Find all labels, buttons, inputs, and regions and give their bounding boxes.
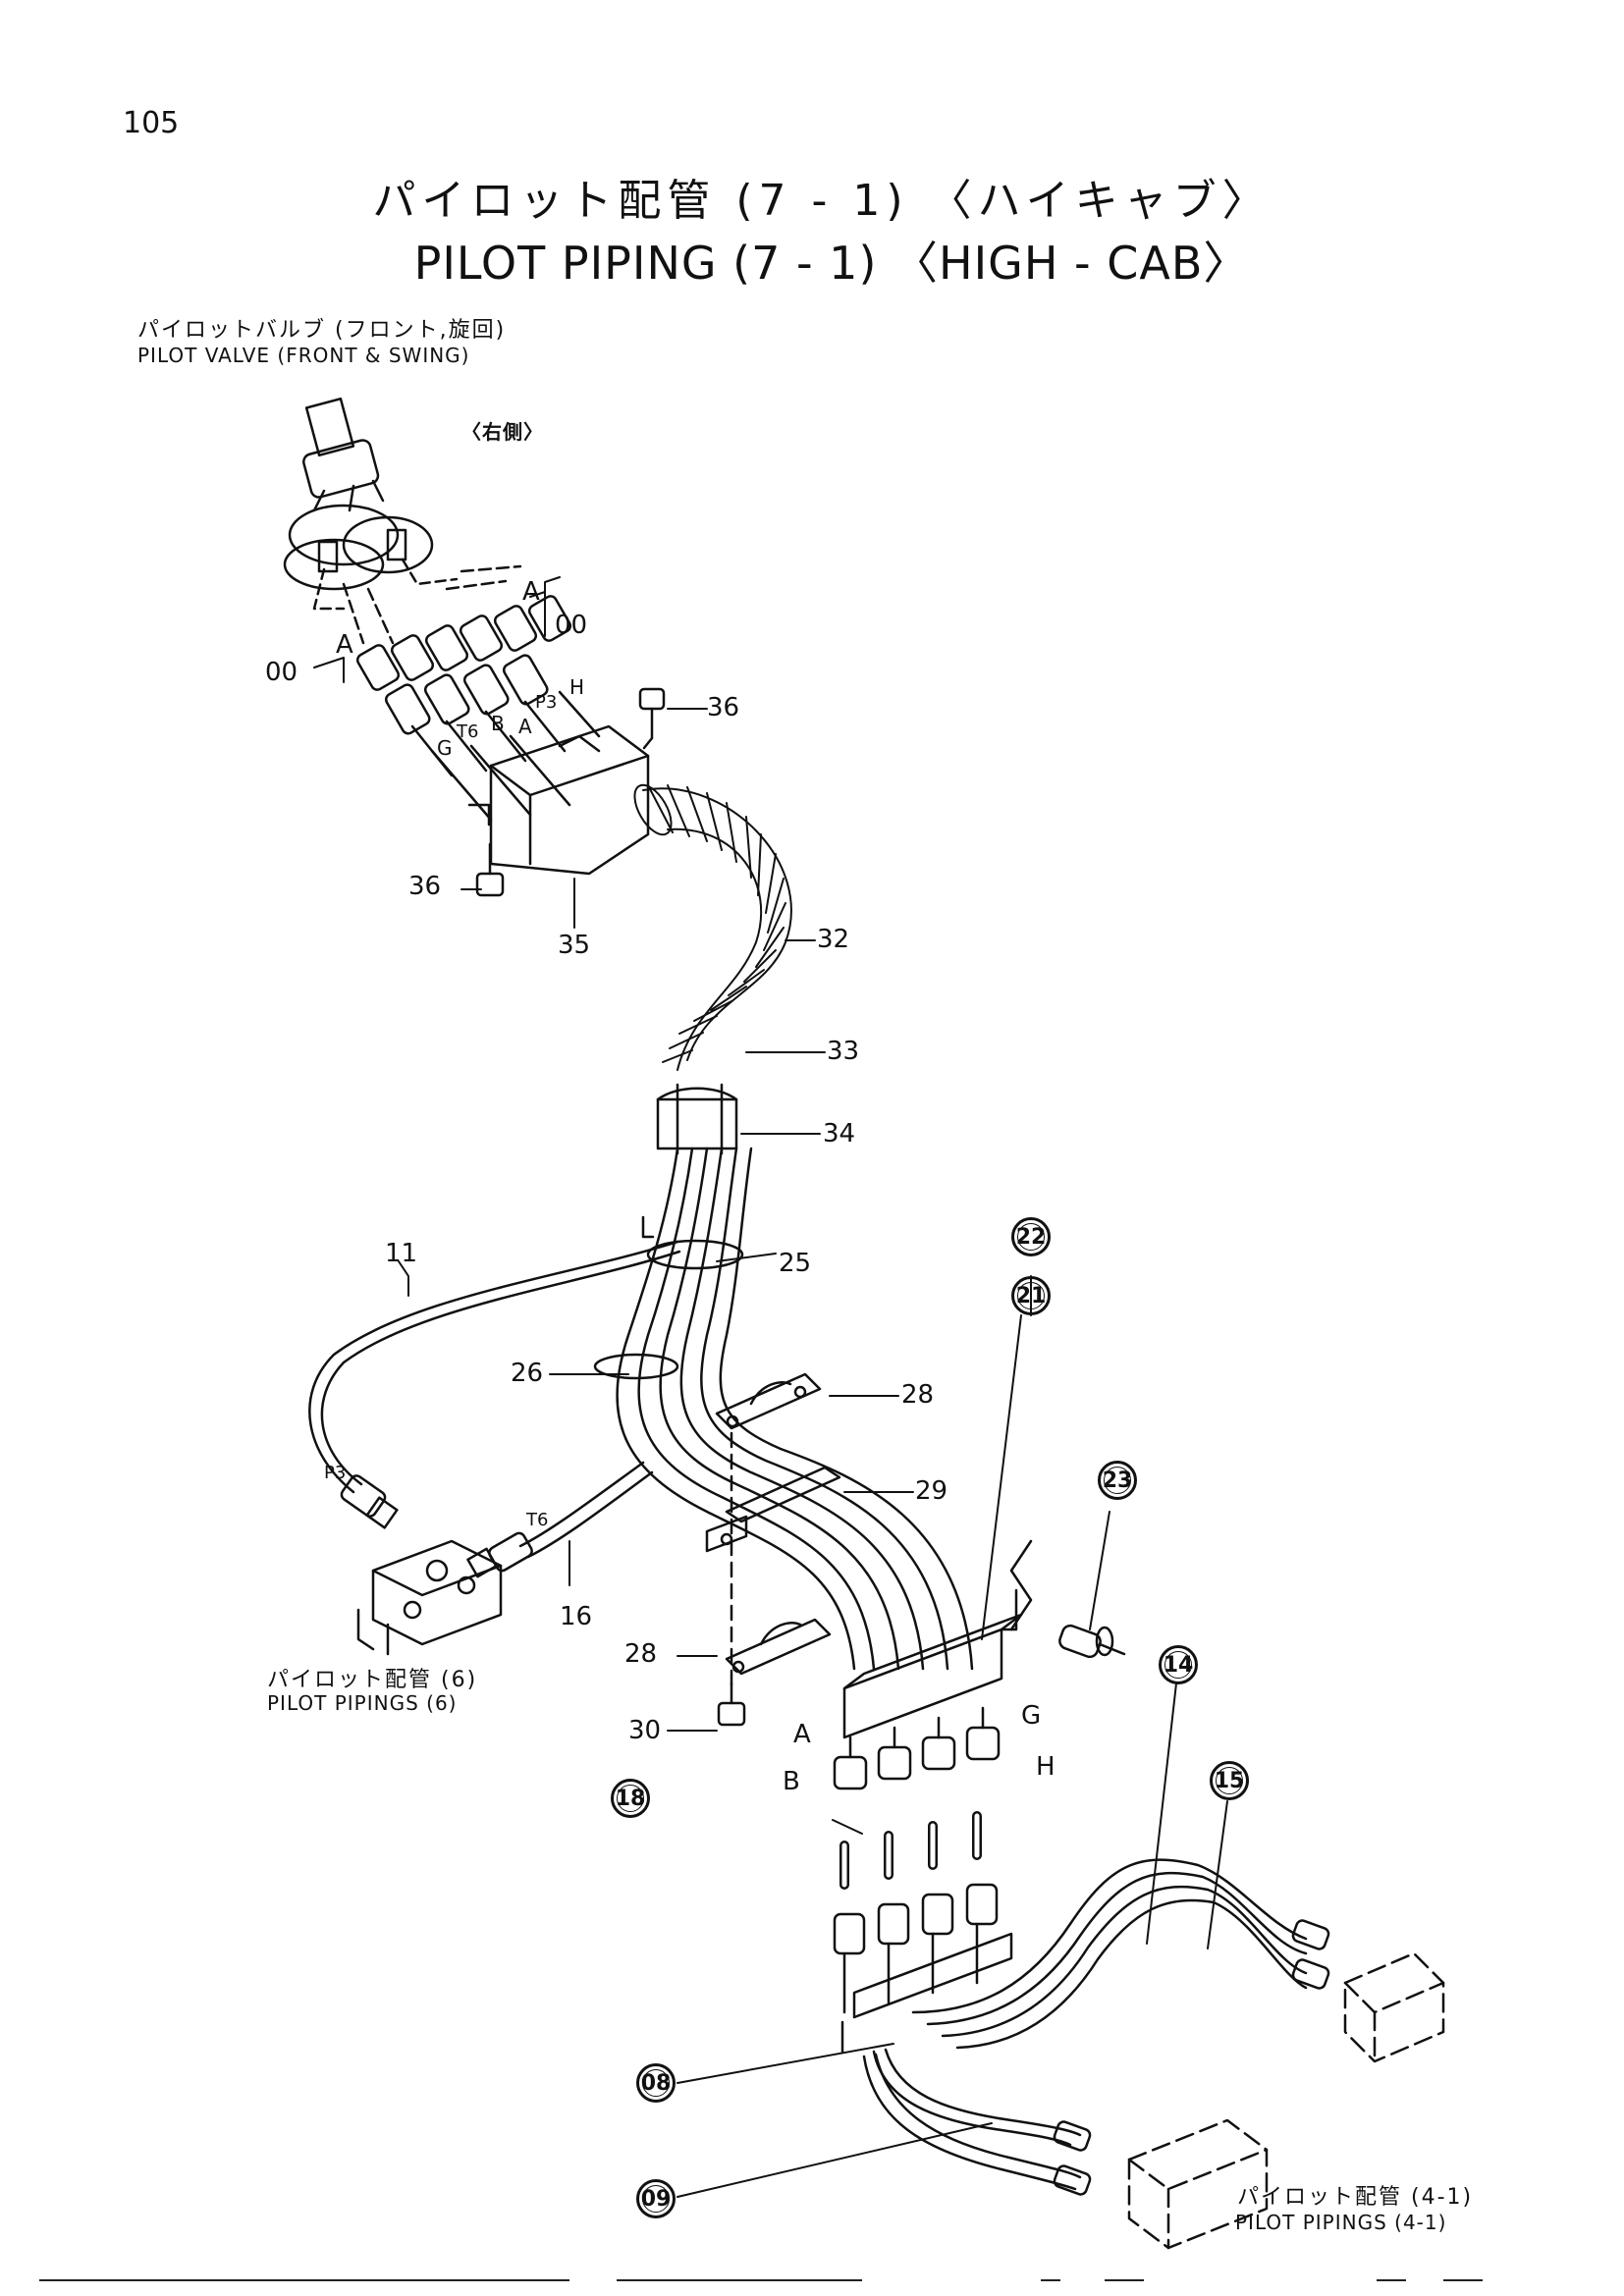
caption-right-side-jp: 〈右側〉 <box>461 420 544 444</box>
bolt-36-upper <box>638 687 666 750</box>
port-label-B-valve: B <box>491 712 505 735</box>
part-label-36-lower: 36 <box>408 872 442 901</box>
clamp-28-upper <box>715 1372 822 1430</box>
pipes-14-15 <box>911 1858 1330 2050</box>
part-label-11: 11 <box>385 1239 418 1268</box>
part-label-36-upper: 36 <box>707 693 740 722</box>
caption-pilot-valve-en: PILOT VALVE (FRONT & SWING) <box>137 344 470 367</box>
port-label-A-right: A <box>522 577 540 607</box>
port-label-A-left: A <box>336 630 353 660</box>
distribution-block <box>833 1539 1033 1790</box>
port-label-A-valve: A <box>518 715 532 738</box>
caption-pilot-pipings41-jp: パイロット配管 (4-1) <box>1237 2185 1474 2210</box>
part-label-00-right: 00 <box>555 611 588 640</box>
circled-part-14: 14 <box>1159 1645 1198 1684</box>
block-pilot-pipings-4-1-upper <box>1343 1951 1445 2063</box>
caption-pilot-valve-jp: パイロットバルブ (フロント,旋回) <box>137 318 507 343</box>
part-label-00-left: 00 <box>265 658 298 687</box>
part-label-28-lower: 28 <box>624 1639 658 1669</box>
port-label-B-manifold: B <box>783 1767 800 1796</box>
hose-cover <box>467 724 650 876</box>
port-label-H-valve: H <box>569 675 585 699</box>
circled-part-18: 18 <box>611 1779 650 1818</box>
footer-rule-5 <box>1377 2279 1406 2281</box>
port-label-G-valve: G <box>437 736 453 760</box>
clamp-28-lower <box>725 1618 832 1676</box>
bolt-23 <box>1058 1624 1126 1659</box>
circled-part-08: 08 <box>636 2063 676 2103</box>
clamp-29 <box>705 1466 841 1553</box>
part-label-16: 16 <box>560 1602 593 1631</box>
port-label-T6-hose: T6 <box>526 1510 549 1530</box>
footer-rule-2 <box>617 2279 862 2281</box>
footer-rule-4 <box>1105 2279 1144 2281</box>
port-label-T6-valve: T6 <box>457 721 479 742</box>
block-pilot-pipings-6 <box>356 1539 503 1656</box>
pipes-08-09 <box>862 2048 1092 2196</box>
circled-part-23: 23 <box>1098 1461 1137 1500</box>
fittings-18 <box>839 1811 982 1890</box>
part-label-35: 35 <box>558 931 591 960</box>
circled-part-09: 09 <box>636 2179 676 2218</box>
lower-manifold <box>833 1883 1013 2054</box>
hose-16 <box>466 1461 654 1578</box>
valve-fittings <box>355 595 601 822</box>
caption-pilot-pipings6-jp: パイロット配管 (6) <box>267 1668 478 1692</box>
part-label-28-upper: 28 <box>901 1380 935 1410</box>
leader-lines <box>313 576 1228 2198</box>
part-label-33: 33 <box>827 1037 860 1066</box>
port-label-G-manifold: G <box>1021 1701 1042 1731</box>
port-label-H-manifold: H <box>1036 1752 1056 1782</box>
hose-11 <box>308 1240 681 1529</box>
circled-part-22: 22 <box>1011 1217 1051 1256</box>
circled-part-15: 15 <box>1210 1761 1249 1800</box>
footer-rule-6 <box>1443 2279 1483 2281</box>
port-label-P3-valve: P3 <box>535 692 558 713</box>
pilot-valve <box>283 397 522 645</box>
part-label-29: 29 <box>915 1476 948 1506</box>
circled-part-21: 21 <box>1011 1276 1051 1315</box>
title-english: PILOT PIPING (7 - 1) 〈HIGH - CAB〉 <box>413 237 1250 290</box>
part-label-25: 25 <box>779 1249 812 1278</box>
port-label-A-manifold: A <box>793 1720 811 1749</box>
bolt-36-lower <box>475 842 505 897</box>
part-label-30: 30 <box>628 1716 662 1745</box>
corrugated-hose <box>633 783 792 1071</box>
block-pilot-pipings-4-1-lower <box>1127 2118 1269 2250</box>
port-label-P3-hose: P3 <box>324 1463 347 1483</box>
clamp-34 <box>656 1083 738 1155</box>
footer-rule-1 <box>39 2279 569 2281</box>
caption-pilot-pipings41-en: PILOT PIPINGS (4-1) <box>1235 2211 1447 2234</box>
page-number: 105 <box>123 106 180 140</box>
bolt-30 <box>717 1682 746 1727</box>
caption-pilot-pipings6-en: PILOT PIPINGS (6) <box>267 1691 458 1715</box>
part-label-34: 34 <box>823 1119 856 1148</box>
part-label-32: 32 <box>817 925 850 954</box>
part-label-26: 26 <box>511 1359 544 1388</box>
title-japanese: パイロット配管 (7 - 1) 〈ハイキャブ〉 <box>372 176 1272 226</box>
footer-rule-3 <box>1041 2279 1060 2281</box>
